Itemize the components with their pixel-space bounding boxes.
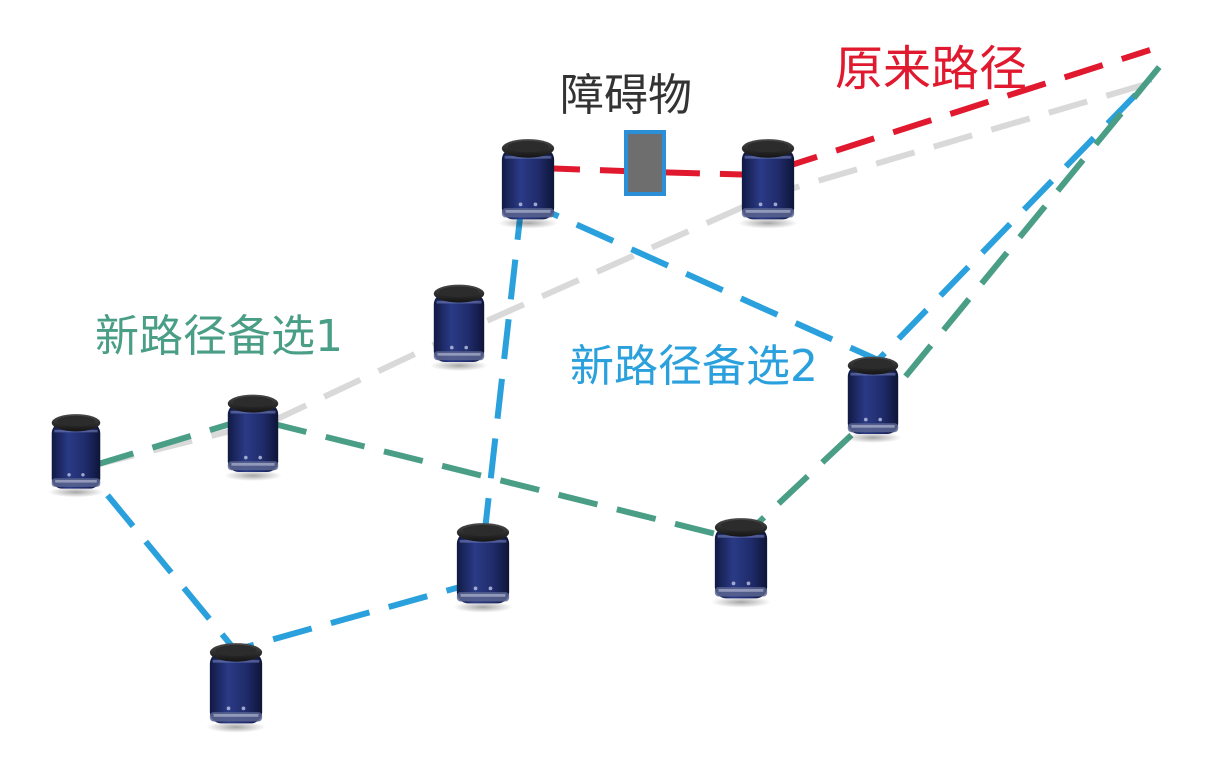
- original-path-label: 原来路径: [835, 41, 1028, 97]
- obstacle-block-icon: [624, 130, 666, 196]
- sensor-node-icon: [738, 139, 798, 229]
- sensor-node-icon: [711, 518, 771, 608]
- sensor-node-icon: [206, 643, 266, 733]
- obstacle-label: 障碍物: [560, 70, 692, 121]
- alt-path-2-line: [520, 77, 1153, 364]
- sensor-node-icon: [453, 523, 513, 613]
- sensor-node-icon: [844, 356, 902, 443]
- original-path-line: [539, 47, 1151, 179]
- sensor-node-icon: [430, 284, 488, 371]
- alt-path-2-line-vertical: [482, 199, 525, 531]
- alt-path-2-label: 新路径备选2: [570, 341, 818, 392]
- alt-path-1-label: 新路径备选1: [95, 311, 343, 362]
- sensor-node-icon: [48, 414, 104, 498]
- alt-path-2-line-lower: [92, 478, 486, 654]
- sensor-node-icon: [498, 139, 558, 229]
- sensor-node-icon: [224, 394, 282, 481]
